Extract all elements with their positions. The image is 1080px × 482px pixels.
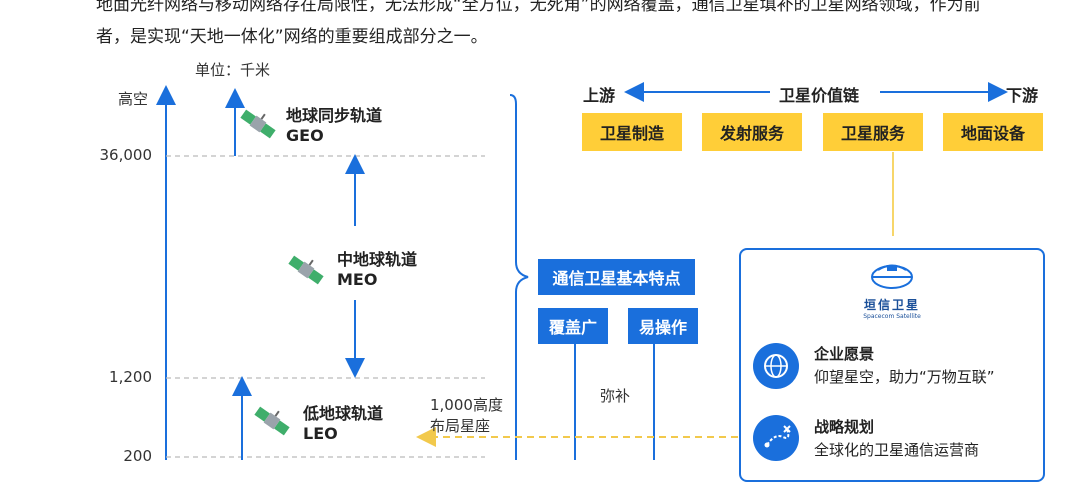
geo-label: 地球同步轨道 GEO: [286, 106, 382, 146]
meo-name: 中地球轨道: [337, 250, 418, 269]
company-name-en: Spacecom Satellite: [863, 313, 921, 320]
diagram-graphics: [156, 82, 1008, 460]
strategy-text: 全球化的卫星通信运营商: [814, 441, 980, 459]
leo-code: LEO: [303, 424, 338, 443]
stage-ground-equipment: 地面设备: [943, 113, 1043, 151]
intro-text-line2: 者，是实现“天地一体化”网络的重要组成部分之一。: [96, 27, 488, 47]
intro-text-line1: 地面光纤网络与移动网络存在局限性，无法形成“全方位，无死角”的网络覆盖，通信卫星…: [96, 0, 981, 15]
orbits-brace: [509, 94, 529, 460]
satellite-icon: [254, 406, 290, 436]
satellite-icon: [240, 109, 276, 139]
route-icon: [753, 415, 799, 461]
tick-label-36000: 36,000: [99, 146, 153, 164]
geo-name: 地球同步轨道: [286, 106, 383, 125]
coverage-box: 覆盖广: [538, 308, 608, 344]
complement-label: 弥补: [600, 387, 631, 405]
vision-title: 企业愿景: [814, 345, 875, 363]
unit-label: 单位：千米: [195, 61, 271, 79]
meo-code: MEO: [337, 270, 378, 289]
vision-text: 仰望星空，助力“万物互联”: [814, 368, 995, 386]
geo-code: GEO: [286, 126, 324, 145]
downstream-label: 下游: [1006, 86, 1039, 105]
stage-satellite-manufacturing: 卫星制造: [582, 113, 682, 151]
satellite-icon: [288, 255, 324, 285]
operation-box: 易操作: [628, 308, 698, 344]
stage-satellite-services: 卫星服务: [823, 113, 923, 151]
company-name-cn: 垣信卫星: [863, 298, 920, 312]
leo-note-line1: 1,000高度: [430, 396, 503, 414]
leo-note-line2: 布局星座: [430, 417, 491, 435]
value-chain-title: 卫星价值链: [779, 86, 860, 105]
stage-launch-services: 发射服务: [702, 113, 802, 151]
leo-name: 低地球轨道: [303, 404, 384, 423]
characteristics-title-box: 通信卫星基本特点: [538, 259, 695, 295]
meo-label: 中地球轨道 MEO: [337, 250, 417, 290]
globe-icon: [753, 343, 799, 389]
upstream-label: 上游: [583, 86, 616, 105]
tick-label-200: 200: [123, 447, 152, 465]
leo-note: 1,000高度 布局星座: [430, 395, 503, 437]
tick-label-1200: 1,200: [109, 368, 152, 386]
strategy-title: 战略规划: [814, 418, 875, 436]
axis-top-label: 高空: [118, 90, 149, 108]
leo-label: 低地球轨道 LEO: [303, 404, 383, 444]
